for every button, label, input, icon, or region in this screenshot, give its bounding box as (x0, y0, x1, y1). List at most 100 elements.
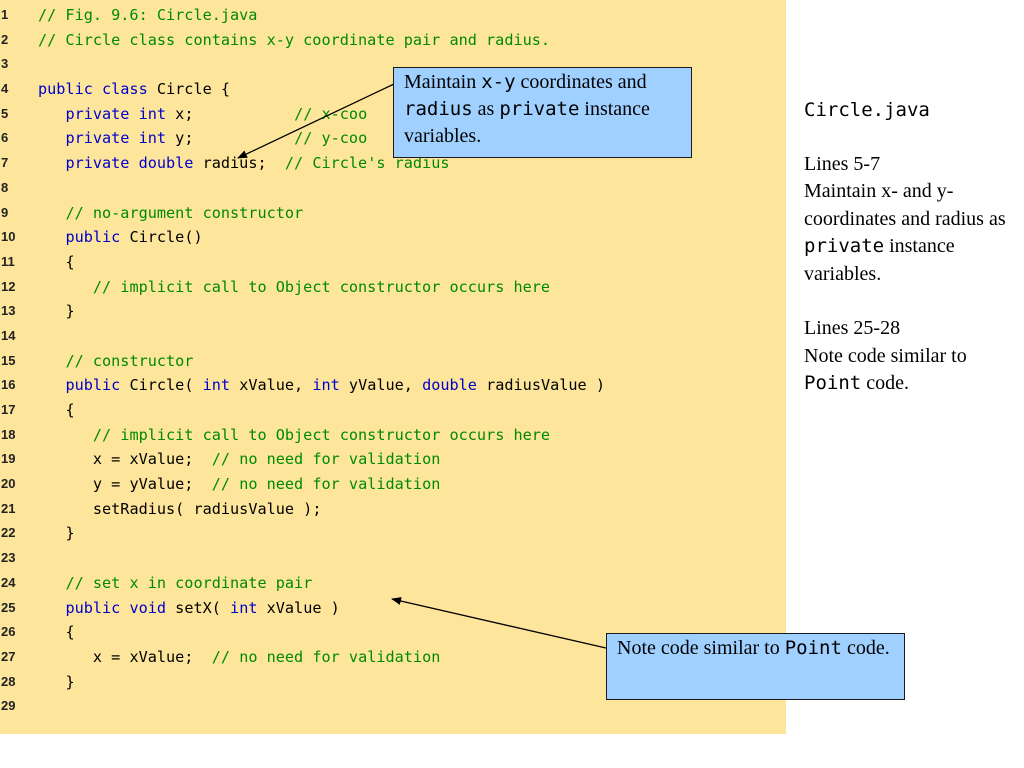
line-number: 28 (1, 673, 16, 689)
note-text: instance variables. (804, 235, 955, 285)
callout-text: instance variables. (404, 98, 650, 147)
code-text: setRadius( radiusValue ); (92, 499, 322, 518)
code-line: // Fig. 9.6: Circle.java (38, 3, 605, 28)
note-description: Note code similar to Point code. (804, 343, 1019, 398)
code-line: } (38, 670, 605, 695)
keyword: public class (38, 80, 148, 99)
line-number: 3 (1, 56, 9, 72)
comment: // constructor (65, 351, 194, 370)
keyword: public (65, 228, 121, 247)
code-text: radius; (193, 154, 267, 173)
line-number: 29 (1, 698, 16, 714)
keyword: private double (65, 154, 194, 173)
line-number: 25 (1, 599, 16, 615)
note-code: private (804, 235, 885, 257)
line-number: 5 (1, 105, 9, 121)
callout-private-variables: Maintain x-y coordinates and radius as p… (393, 67, 692, 158)
code-text: yValue, (339, 376, 423, 395)
code-text: Circle { (147, 80, 231, 99)
callout-point-similarity: Note code similar to Point code. (606, 633, 905, 700)
code-line (38, 546, 605, 571)
keyword: private int (65, 129, 167, 148)
comment: // y-coo (294, 129, 368, 148)
code-text: } (65, 672, 75, 691)
code-line: x = xValue; // no need for validation (38, 447, 605, 472)
line-number: 27 (1, 648, 16, 664)
code-line: // no-argument constructor (38, 201, 605, 226)
code-text: Circle() (120, 228, 203, 247)
code-line: // constructor (38, 349, 605, 374)
note-lines-label: Lines 5-7 (804, 152, 881, 175)
code-line: { (38, 398, 605, 423)
code-line (38, 324, 605, 349)
keyword: int (312, 376, 340, 395)
code-text: y = yValue; (92, 475, 194, 494)
line-number: 7 (1, 155, 9, 171)
note-text: code. (861, 372, 909, 394)
comment: // Circle's radius (284, 154, 450, 173)
line-number: 26 (1, 624, 16, 640)
line-number: 6 (1, 130, 9, 146)
callout-text: Maintain (404, 71, 482, 93)
comment: // no need for validation (211, 475, 441, 494)
comment: // no need for validation (211, 450, 441, 469)
code-text: x; (166, 104, 194, 123)
comment: // Circle class contains x-y coordinate … (38, 30, 551, 49)
code-text: y; (166, 129, 194, 148)
comment: // x-coo (294, 104, 368, 123)
note-description: Maintain x- and y-coordinates and radius… (804, 178, 1019, 288)
code-line: setRadius( radiusValue ); (38, 497, 605, 522)
code-text: xValue, (230, 376, 313, 395)
code-line: public Circle( int xValue, int yValue, d… (38, 373, 605, 398)
callout-text: Note code similar to (617, 637, 785, 659)
code-line: // set x in coordinate pair (38, 571, 605, 596)
line-number: 11 (1, 253, 15, 269)
line-number: 13 (1, 303, 16, 319)
code-line: y = yValue; // no need for validation (38, 472, 605, 497)
line-number: 2 (1, 31, 9, 47)
code-line: public class Circle { (38, 77, 605, 102)
keyword: public void (65, 598, 167, 617)
note-lines-label: Lines 25-28 (804, 317, 901, 339)
code-line: public Circle() (38, 225, 605, 250)
code-text: Circle( (120, 376, 203, 395)
callout-text: coordinates and (515, 71, 647, 93)
comment: // implicit call to Object constructor o… (92, 277, 551, 296)
note-text: Maintain x- and y-coordinates and radius… (804, 180, 1006, 230)
line-number: 22 (1, 525, 16, 541)
code-text: radiusValue ) (476, 376, 605, 395)
note-code: Point (804, 372, 862, 394)
line-number: 1 (1, 7, 9, 22)
code-line: } (38, 299, 605, 324)
file-name: Circle.java (804, 99, 930, 121)
line-number: 20 (1, 476, 16, 492)
code-line: // Circle class contains x-y coordinate … (38, 28, 605, 53)
keyword: public (65, 376, 121, 395)
keyword: private int (65, 104, 167, 123)
comment: // no-argument constructor (65, 203, 304, 222)
line-number: 14 (1, 327, 16, 343)
line-number: 16 (1, 377, 16, 393)
line-number: 23 (1, 550, 16, 566)
line-number: 24 (1, 574, 16, 590)
line-number: 21 (1, 500, 16, 516)
code-text: x = xValue; (92, 647, 194, 666)
line-number: 9 (1, 204, 9, 220)
note-text: Note code similar to (804, 344, 967, 367)
code-line: } (38, 521, 605, 546)
callout-text: code. (841, 637, 890, 659)
code-line: x = xValue; // no need for validation (38, 645, 605, 670)
side-notes: Circle.java Lines 5-7 Maintain x- and y-… (804, 97, 1019, 398)
comment: // implicit call to Object constructor o… (92, 425, 551, 444)
comment: // no need for validation (211, 647, 441, 666)
keyword: int (202, 376, 231, 395)
code-line: private double radius; // Circle's radiu… (38, 151, 605, 176)
code-line: { (38, 620, 605, 645)
code-text: { (65, 623, 75, 642)
code-text: } (65, 302, 75, 321)
line-number: 4 (1, 81, 9, 97)
callout-text: as (472, 98, 500, 120)
code-text: setX( (166, 598, 231, 617)
line-number: 10 (1, 229, 16, 245)
code-text: x = xValue; (92, 450, 194, 469)
